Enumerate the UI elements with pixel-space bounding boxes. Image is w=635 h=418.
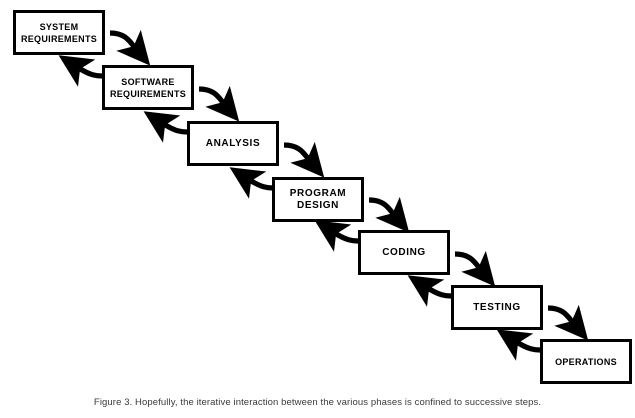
phase-box-operations[interactable]: OPERATIONS xyxy=(540,339,632,384)
arrow-forward-5 xyxy=(454,250,496,287)
phase-label: PROGRAM DESIGN xyxy=(289,187,347,211)
arrow-forward-1 xyxy=(109,29,151,66)
phase-box-testing[interactable]: TESTING xyxy=(451,285,543,330)
phase-label: TESTING xyxy=(473,301,521,313)
phase-label: SYSTEM REQUIREMENTS xyxy=(20,21,98,44)
arrow-forward-3 xyxy=(283,141,325,178)
arrow-forward-4 xyxy=(368,196,410,233)
phase-box-analysis[interactable]: ANALYSIS xyxy=(187,121,279,166)
phase-box-software-requirements[interactable]: SOFTWARE REQUIREMENTS xyxy=(102,65,194,110)
arrow-forward-2 xyxy=(198,85,240,122)
arrow-forward-6 xyxy=(547,304,589,341)
figure-caption: Figure 3. Hopefully, the iterative inter… xyxy=(93,397,542,408)
phase-label: ANALYSIS xyxy=(205,137,261,149)
phase-label: CODING xyxy=(382,246,426,258)
phase-box-system-requirements[interactable]: SYSTEM REQUIREMENTS xyxy=(13,10,105,55)
phase-box-coding[interactable]: CODING xyxy=(358,230,450,275)
phase-label: OPERATIONS xyxy=(555,356,617,367)
phase-box-program-design[interactable]: PROGRAM DESIGN xyxy=(272,177,364,222)
phase-label: SOFTWARE REQUIREMENTS xyxy=(109,76,187,99)
